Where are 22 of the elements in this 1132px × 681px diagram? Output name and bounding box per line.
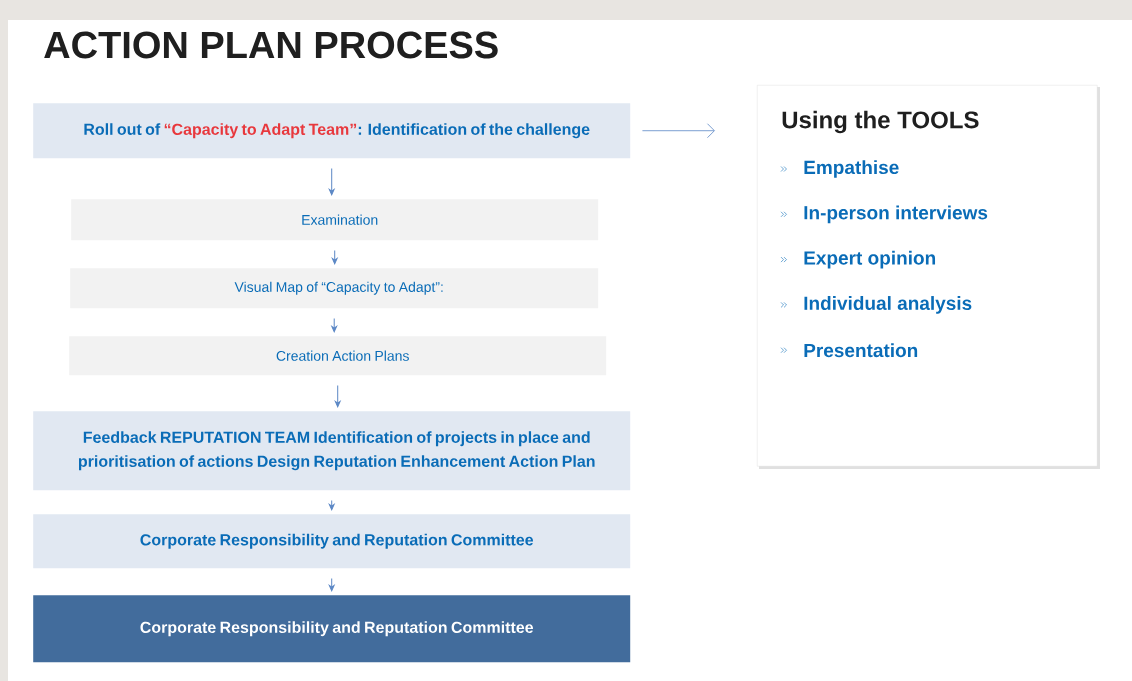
- process-box: Corporate Responsibility and Reputation Committee: [33, 514, 631, 569]
- arrow: [328, 167, 335, 196]
- tool-item: Individual analysis: [804, 296, 972, 314]
- tools-panel: [757, 85, 1100, 469]
- panel-heading: Using the TOOLS: [782, 110, 979, 134]
- step-box: Visual Map of “Capacity to Adapt”:: [70, 268, 599, 309]
- arrow: [331, 249, 338, 265]
- tool-item: In-person interviews: [804, 205, 988, 224]
- process-box: Roll out of “Capacity to Adapt Team” : Identification of the challenge: [33, 103, 631, 159]
- tool-item: Presentation: [804, 343, 918, 358]
- arrow: [642, 123, 715, 139]
- step-box: Examination: [71, 199, 599, 241]
- arrow: [328, 577, 335, 592]
- tool-item: Empathise: [804, 160, 899, 178]
- tool-item: Expert opinion: [804, 250, 936, 269]
- arrow: [334, 384, 341, 408]
- process-box: Feedback REPUTATION TEAM Identification of projects in place and prioritisation of actions Design Reputation Enhancement Action Plan: [33, 411, 631, 491]
- process-box: Corporate Responsibility and Reputation Committee: [33, 595, 631, 663]
- arrow: [328, 499, 335, 511]
- step-box: Creation Action Plans: [69, 336, 607, 376]
- title: ACTION PLAN PROCESS: [44, 31, 498, 59]
- arrow: [331, 317, 338, 333]
